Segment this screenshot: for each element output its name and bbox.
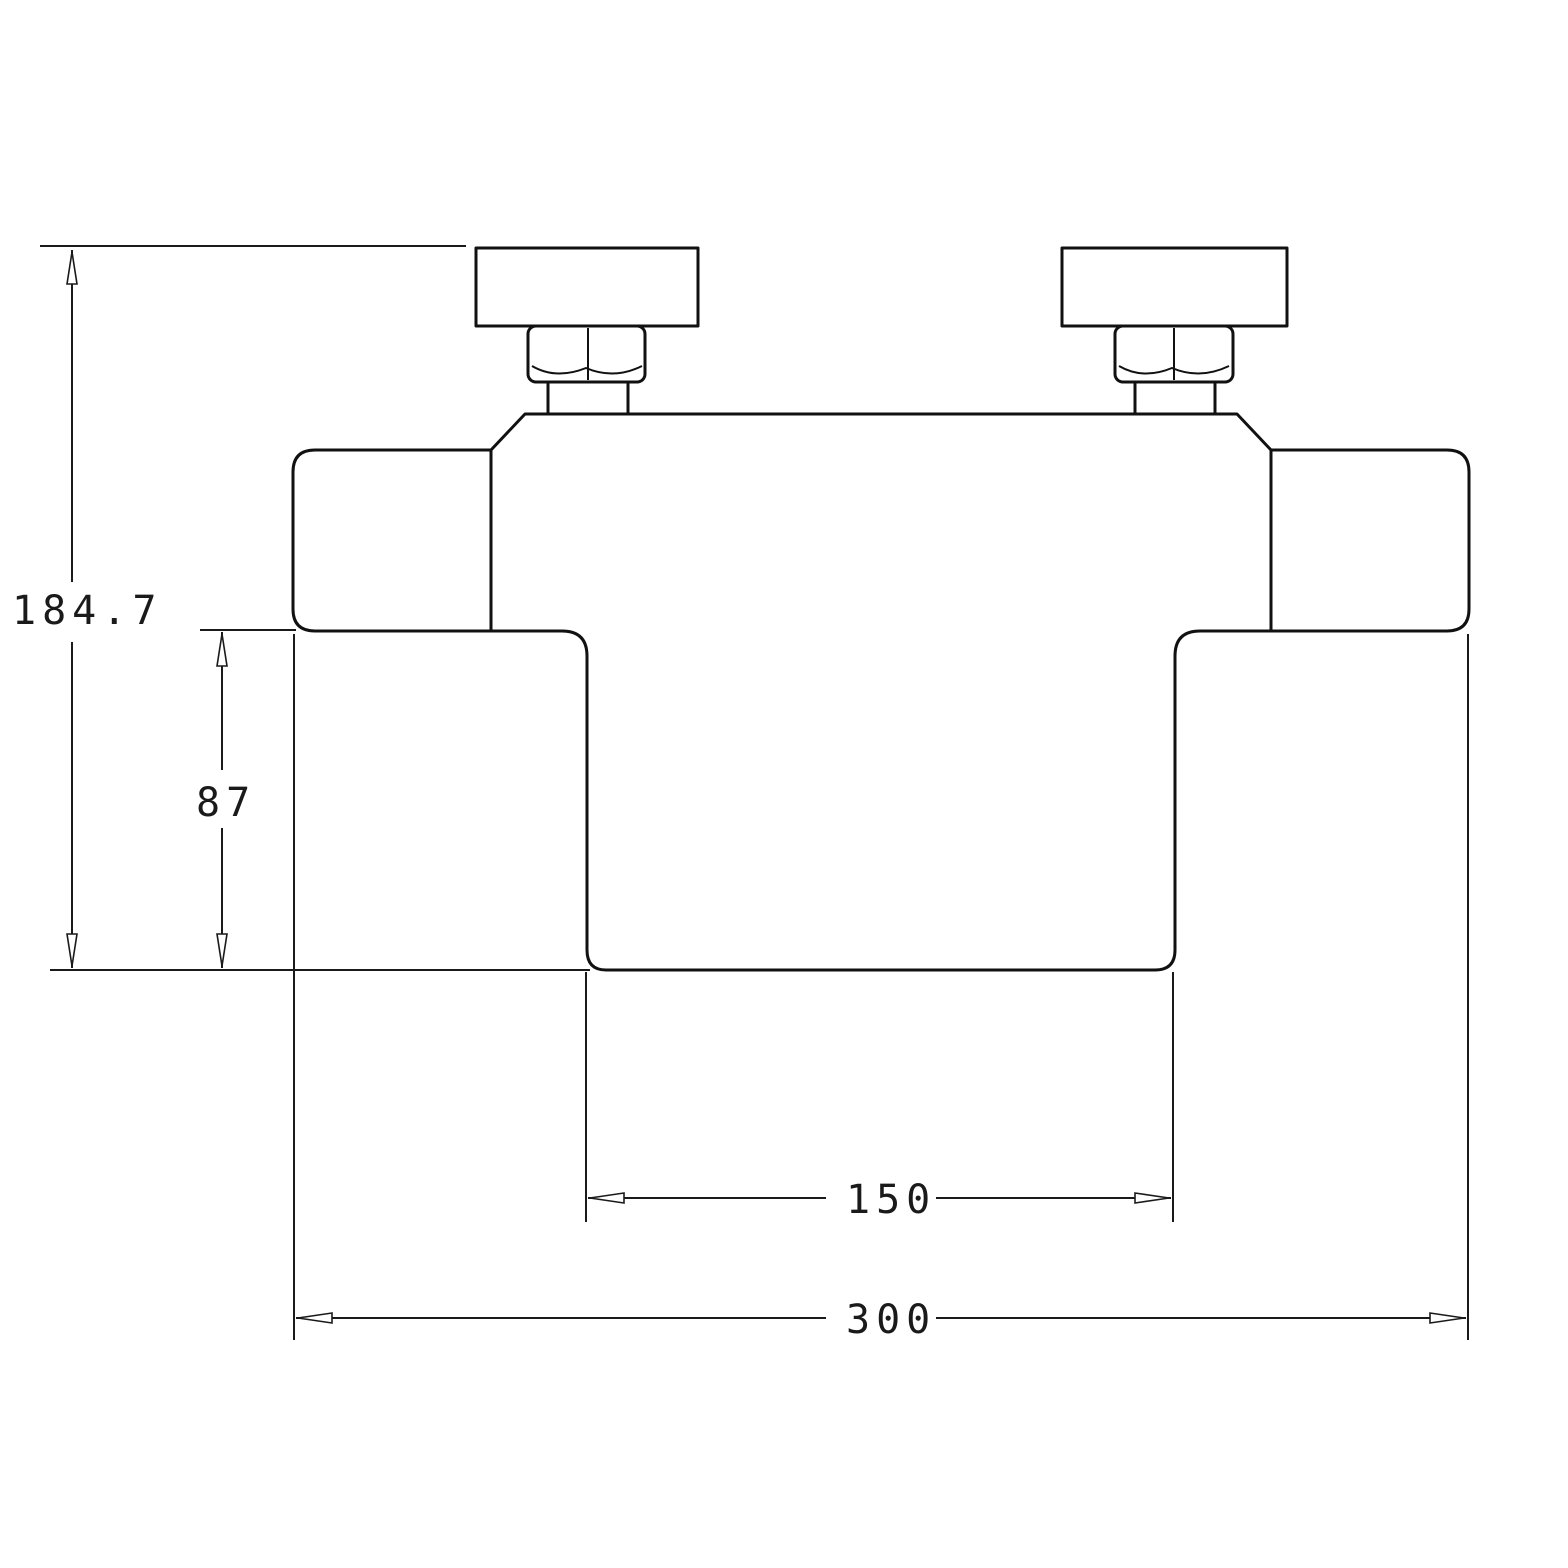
left-end-cap [291,448,493,633]
left-valve-stem [546,380,630,416]
left-handle-cap [474,246,700,328]
dim-label-body-height: 87 [196,780,256,826]
dimension-body-height: 87 [196,632,256,968]
right-valve-stem [1133,380,1217,416]
dim-label-leg-spacing: 150 [846,1177,936,1223]
dimension-leg-spacing: 150 [588,1177,1171,1223]
dim-label-total-height: 184.7 [12,588,162,634]
right-hex-nut-chamfer [1118,365,1230,375]
dimension-overall-width: 300 [296,1297,1466,1343]
left-hex-nut [526,324,647,384]
right-handle-assembly [1060,246,1289,416]
mixer-body [489,412,1273,972]
left-handle-assembly [474,246,700,416]
extension-lines [40,245,1469,1340]
left-hex-nut-chamfer [531,365,643,375]
dim-label-overall-width: 300 [846,1297,936,1343]
dimension-total-height: 184.7 [12,250,162,968]
right-end-cap [1269,448,1471,633]
right-handle-cap [1060,246,1289,328]
